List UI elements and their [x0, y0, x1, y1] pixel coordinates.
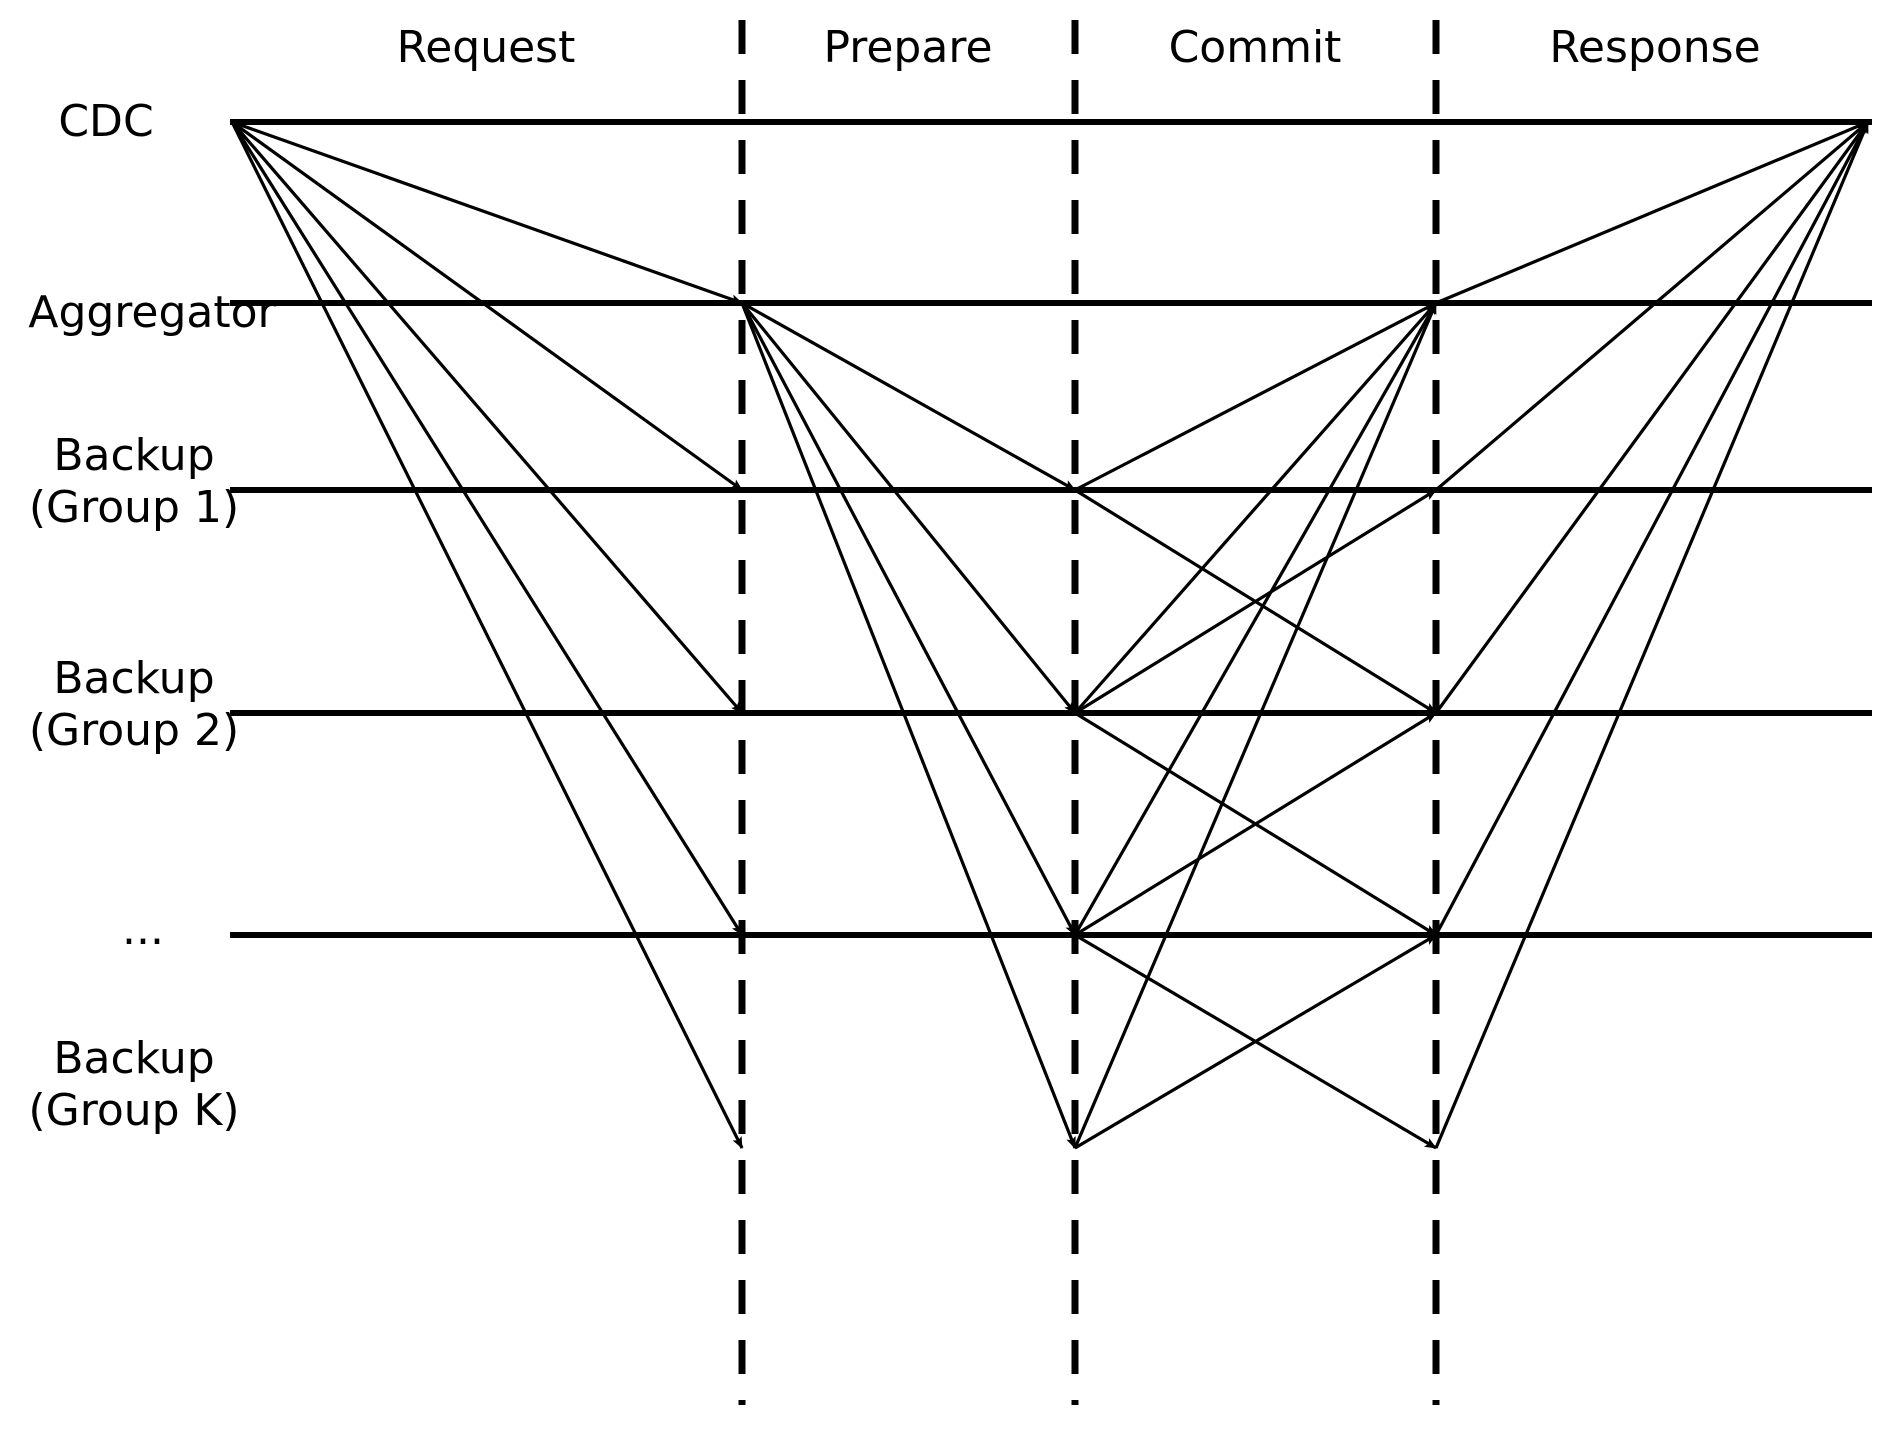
- message-commit-ellipsis-to-backupk: [1074, 933, 1437, 1150]
- lifeline-label-cdc: CDC: [58, 96, 153, 148]
- phase-label-commit: Commit: [1168, 22, 1342, 73]
- message-prepare-aggregator-to-backup1: [741, 301, 1076, 492]
- message-commit-backup2-to-aggregator: [1073, 301, 1438, 715]
- message-response-backup2-to-cdc: [1434, 121, 1870, 714]
- lifeline-label-backup1: Backup(Group 1): [29, 430, 239, 534]
- lifeline-label-ellipsis: ...: [122, 904, 164, 956]
- message-response-backupk-to-cdc: [1434, 121, 1870, 1149]
- message-commit-backup2-to-ellipsis: [1074, 711, 1437, 937]
- lifeline-label-line1: CDC: [58, 96, 154, 148]
- message-response-ellipsis-to-cdc: [1434, 121, 1870, 936]
- lifeline-label-line2: (Group 1): [28, 482, 240, 533]
- lifeline-group: [230, 119, 1872, 938]
- message-arrow-group: [230, 120, 1870, 1150]
- lifeline-label-line1: Aggregator: [28, 287, 276, 339]
- message-request-cdc-to-aggregator: [231, 120, 743, 305]
- lifeline-label-line1: ...: [122, 904, 164, 956]
- phase-label-response: Response: [1549, 22, 1761, 73]
- phase-label-request: Request: [396, 22, 576, 73]
- lifeline-label-line1: Backup: [53, 430, 215, 482]
- lifeline-label-backup2: Backup(Group 2): [29, 653, 239, 757]
- message-response-backup1-to-cdc: [1434, 120, 1870, 492]
- lifeline-label-line2: (Group 2): [28, 705, 240, 756]
- message-commit-backupk-to-aggregator: [1073, 302, 1438, 1149]
- message-commit-ellipsis-to-aggregator: [1073, 302, 1438, 936]
- lifeline-label-aggregator: Aggregator: [28, 287, 275, 339]
- message-request-cdc-to-backup1: [231, 120, 743, 492]
- message-commit-backup1-to-backup2: [1074, 488, 1437, 715]
- lifeline-label-backupk: Backup(Group K): [28, 1033, 239, 1137]
- message-request-cdc-to-ellipsis: [230, 121, 744, 936]
- message-prepare-aggregator-to-backupk: [740, 302, 1077, 1149]
- message-request-cdc-to-backup2: [230, 120, 744, 715]
- lifeline-label-line2: (Group K): [28, 1085, 240, 1136]
- lifeline-label-line1: Backup: [53, 1033, 215, 1085]
- message-prepare-aggregator-to-ellipsis: [740, 302, 1077, 936]
- message-prepare-aggregator-to-backup2: [740, 301, 1077, 715]
- message-response-aggregator-to-cdc: [1435, 120, 1869, 305]
- lifeline-label-line1: Backup: [53, 653, 215, 705]
- message-commit-backup1-to-aggregator: [1074, 301, 1437, 492]
- phase-label-prepare: Prepare: [823, 22, 993, 73]
- message-request-cdc-to-backupk: [230, 121, 744, 1149]
